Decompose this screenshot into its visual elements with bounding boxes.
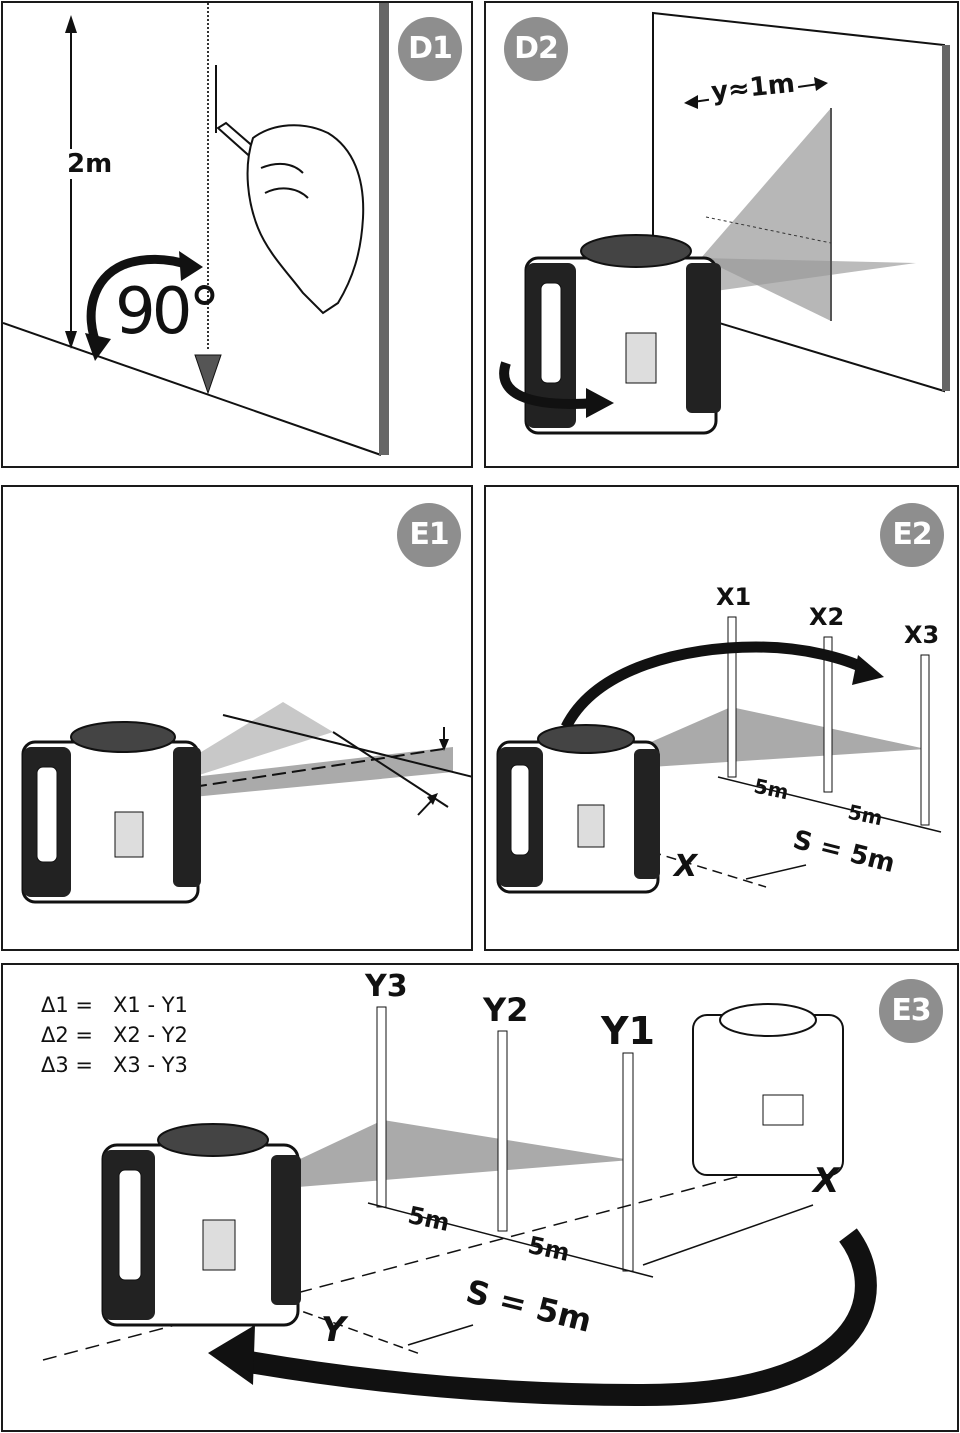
badge-e2: E2 [880, 503, 944, 567]
e2-illustration [496, 616, 942, 894]
e3-rod-label-y3: Y3 [365, 969, 408, 1004]
e3-mark-label-y: Y [321, 1310, 346, 1350]
d2-beam-vertical [701, 108, 831, 321]
e1-laser-device [21, 721, 201, 904]
e1-beam-1 [193, 702, 333, 777]
d1-illustration [3, 3, 389, 456]
e2-laser-device [496, 724, 660, 894]
e1-illustration [21, 702, 471, 904]
d2-laser-device [524, 234, 721, 435]
e3-beam [298, 1120, 631, 1187]
e2-beam [651, 707, 926, 767]
e2-move-arrow [561, 641, 869, 730]
d1-plumb-bob [194, 354, 222, 395]
e3-rod-y2 [497, 1030, 508, 1232]
e3-rod-label-y2: Y2 [483, 991, 529, 1029]
panel-e2: E2 X1 X2 X3 5m 5m X S = 5m [484, 485, 959, 951]
panel-d2: D2 y≈1m [484, 1, 959, 468]
badge-e1: E1 [397, 503, 461, 567]
e2-mark-label: X [674, 849, 698, 884]
e2-rod-x1 [727, 616, 737, 778]
d1-height-label: 2m [65, 149, 115, 179]
e2-rod-label-x3: X3 [904, 621, 940, 649]
d2-illustration [499, 11, 950, 435]
e3-rod-label-y1: Y1 [601, 1009, 655, 1053]
d1-wall-edge [379, 3, 389, 455]
e2-rod-x3 [920, 654, 930, 826]
e2-rod-label-x1: X1 [716, 583, 752, 611]
badge-d1: D1 [398, 17, 462, 81]
d1-rotation-arrow [86, 254, 190, 350]
d1-angle-label: 90° [115, 275, 220, 349]
panel-e1: E1 [1, 485, 473, 951]
d1-hand [246, 124, 365, 315]
d2-rotation-arrow [499, 361, 597, 409]
e1-beam-2 [193, 747, 453, 797]
e2-rod-label-x2: X2 [809, 603, 845, 631]
e3-formula-3: Δ3 = X3 - Y3 [41, 1053, 188, 1077]
e3-move-arrow [236, 1228, 877, 1407]
e3-rod-y3 [376, 1006, 387, 1208]
panel-d1: D1 2m 90° [1, 1, 473, 468]
e3-rod-y1 [622, 1052, 634, 1272]
e3-laser-device [101, 1123, 301, 1327]
d1-floor-line [3, 322, 382, 456]
badge-d2: D2 [504, 17, 568, 81]
badge-e3: E3 [879, 979, 943, 1043]
e3-ground-line [42, 1169, 764, 1361]
e3-formula-1: Δ1 = X1 - Y1 [41, 993, 188, 1017]
e2-rod-x2 [823, 636, 833, 793]
e3-formula-2: Δ2 = X2 - Y2 [41, 1023, 188, 1047]
panel-e3: E3 Δ1 = X1 - Y1 Δ2 = X2 - Y2 Δ3 = X3 - Y… [1, 963, 959, 1432]
e3-illustration [42, 1003, 877, 1407]
e3-device-outline [692, 1003, 844, 1176]
e3-mark-label-x: X [813, 1161, 840, 1201]
